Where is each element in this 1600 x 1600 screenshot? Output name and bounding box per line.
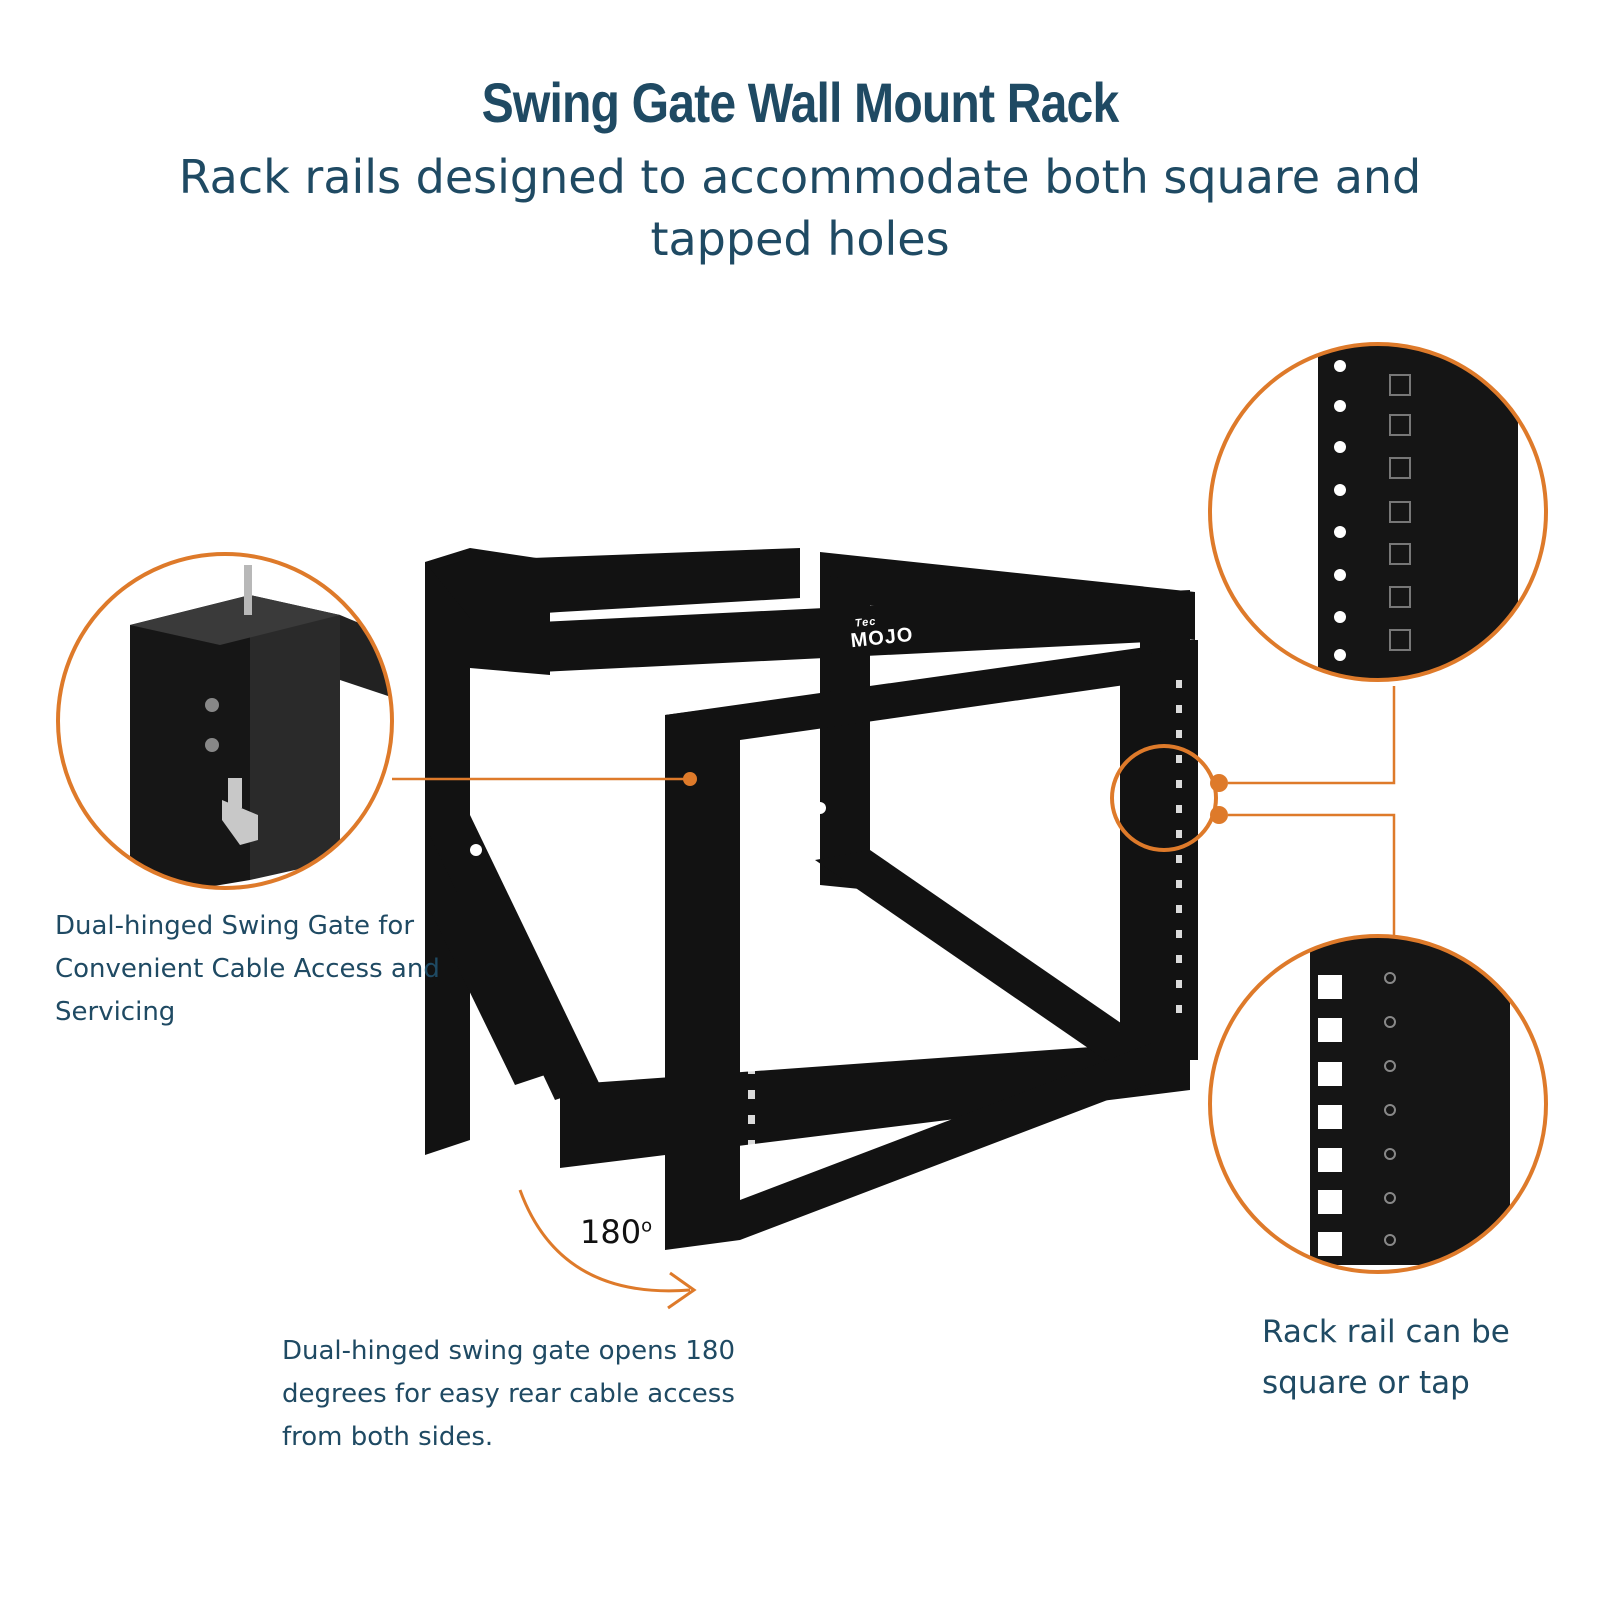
rear-frame-right-post <box>820 575 870 890</box>
rotation-unit: o <box>641 1215 653 1237</box>
square-hole-rail-ring <box>1208 342 1548 682</box>
square-hole-rail-inset <box>1210 344 1546 680</box>
hinge-caption: Dual-hinged Swing Gate for Convenient Ca… <box>55 911 440 1027</box>
tapped-hole-rail-ring <box>1208 934 1548 1274</box>
rack-frame <box>425 548 1198 1250</box>
hinge-closeup-ring <box>56 552 394 890</box>
rotation-label: 180o <box>580 1213 652 1251</box>
gate-right-post <box>1120 650 1168 1068</box>
rear-frame-top-arm <box>470 548 550 675</box>
swing-gate-caption: Dual-hinged swing gate opens 180 degrees… <box>282 1336 735 1452</box>
rotation-arrow <box>518 1189 691 1293</box>
gate-rail-holes <box>748 680 1182 1174</box>
rack-rail-caption: Rack rail can be square or tap <box>1262 1314 1510 1401</box>
rotation-value: 180 <box>580 1213 642 1251</box>
page-title: Swing Gate Wall Mount Rack <box>481 71 1120 134</box>
bottom-right-arm <box>815 850 1160 1070</box>
rail-highlight-ring <box>1110 744 1218 852</box>
left-lower-rail <box>425 890 560 1085</box>
tapped-hole-rail-inset <box>1210 936 1546 1272</box>
brand-logo: Tec MOJO <box>848 612 915 653</box>
page-subtitle: Rack rails designed to accommodate both … <box>178 150 1422 266</box>
gate-top-bar <box>665 645 1160 740</box>
keyhole-cutouts <box>470 802 826 856</box>
gate-bottom-bar <box>740 1040 1160 1240</box>
gate-left-post <box>665 705 740 1250</box>
lower-left-arm <box>425 815 600 1100</box>
hinge-closeup-inset <box>58 554 392 888</box>
